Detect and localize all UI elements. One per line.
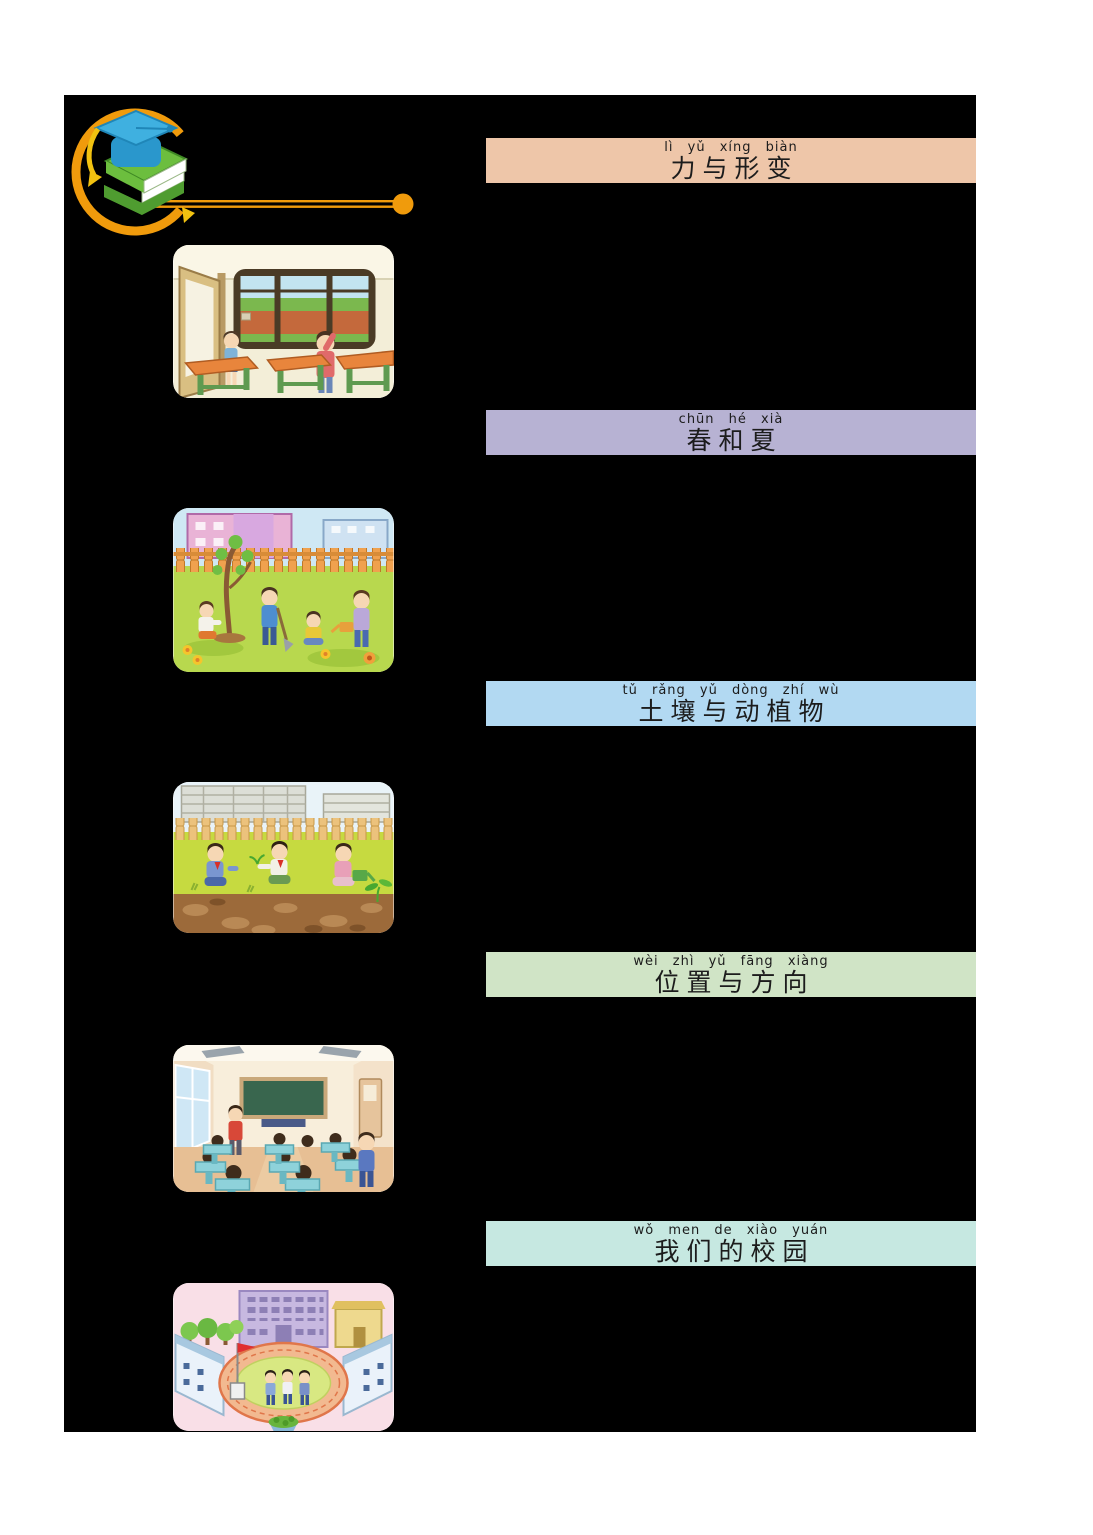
section-pinyin: chūn hé xià bbox=[678, 412, 784, 427]
section-banner-soil-animals-plants: tǔ rǎng yǔ dòng zhí wù 土壤与动植物 bbox=[486, 681, 976, 726]
section-pinyin: tǔ rǎng yǔ dòng zhí wù bbox=[622, 683, 840, 698]
illustration-classroom-window bbox=[173, 245, 394, 398]
connector-dot bbox=[392, 193, 414, 215]
illustration-classroom-interior bbox=[173, 1045, 394, 1192]
section-title: 位置与方向 bbox=[654, 968, 815, 997]
section-title: 力与形变 bbox=[670, 154, 799, 183]
illustration-soil-observation bbox=[173, 782, 394, 933]
graduation-cap-icon bbox=[86, 109, 179, 187]
section-title: 春和夏 bbox=[686, 426, 783, 455]
section-pinyin: lì yǔ xíng biàn bbox=[664, 140, 798, 155]
tree-planting-scene bbox=[173, 508, 394, 672]
section-banner-position-and-direction: wèi zhì yǔ fāng xiàng 位置与方向 bbox=[486, 952, 976, 997]
classroom-interior-scene bbox=[173, 1045, 394, 1192]
soil-and-plants-scene bbox=[173, 782, 394, 933]
illustration-tree-planting bbox=[173, 508, 394, 672]
connector-line-bottom bbox=[148, 205, 396, 208]
illustration-campus-map bbox=[173, 1283, 394, 1431]
content-board: lì yǔ xíng biàn 力与形变 chūn hé xià 春和夏 tǔ … bbox=[64, 95, 976, 1432]
classroom-window-scene bbox=[173, 245, 394, 398]
connector-line-top bbox=[148, 200, 396, 203]
section-pinyin: wèi zhì yǔ fāng xiàng bbox=[633, 954, 829, 969]
section-title: 土壤与动植物 bbox=[638, 697, 831, 726]
section-title: 我们的校园 bbox=[654, 1237, 815, 1266]
section-banner-spring-and-summer: chūn hé xià 春和夏 bbox=[486, 410, 976, 455]
chapter-logo-graphic bbox=[71, 108, 414, 236]
section-banner-force-and-deformation: lì yǔ xíng biàn 力与形变 bbox=[486, 138, 976, 183]
section-pinyin: wǒ men de xiào yuán bbox=[633, 1223, 829, 1238]
section-banner-our-campus: wǒ men de xiào yuán 我们的校园 bbox=[486, 1221, 976, 1266]
campus-map-scene bbox=[173, 1283, 394, 1431]
